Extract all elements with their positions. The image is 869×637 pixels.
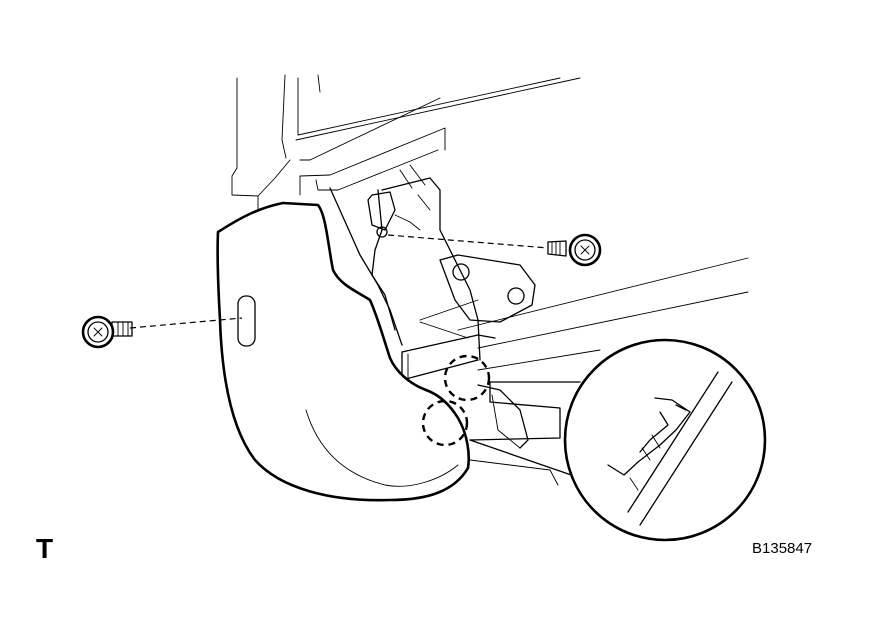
view-label: T <box>36 533 54 564</box>
upper-screw-icon <box>387 233 602 267</box>
hinge-bracket <box>329 164 749 486</box>
figure-code: B135847 <box>752 540 813 557</box>
hinge-cover <box>216 201 470 502</box>
claw-locations <box>421 354 491 447</box>
left-screw-icon <box>81 315 243 349</box>
seat-frame <box>231 74 581 213</box>
detail-inset <box>469 338 767 542</box>
